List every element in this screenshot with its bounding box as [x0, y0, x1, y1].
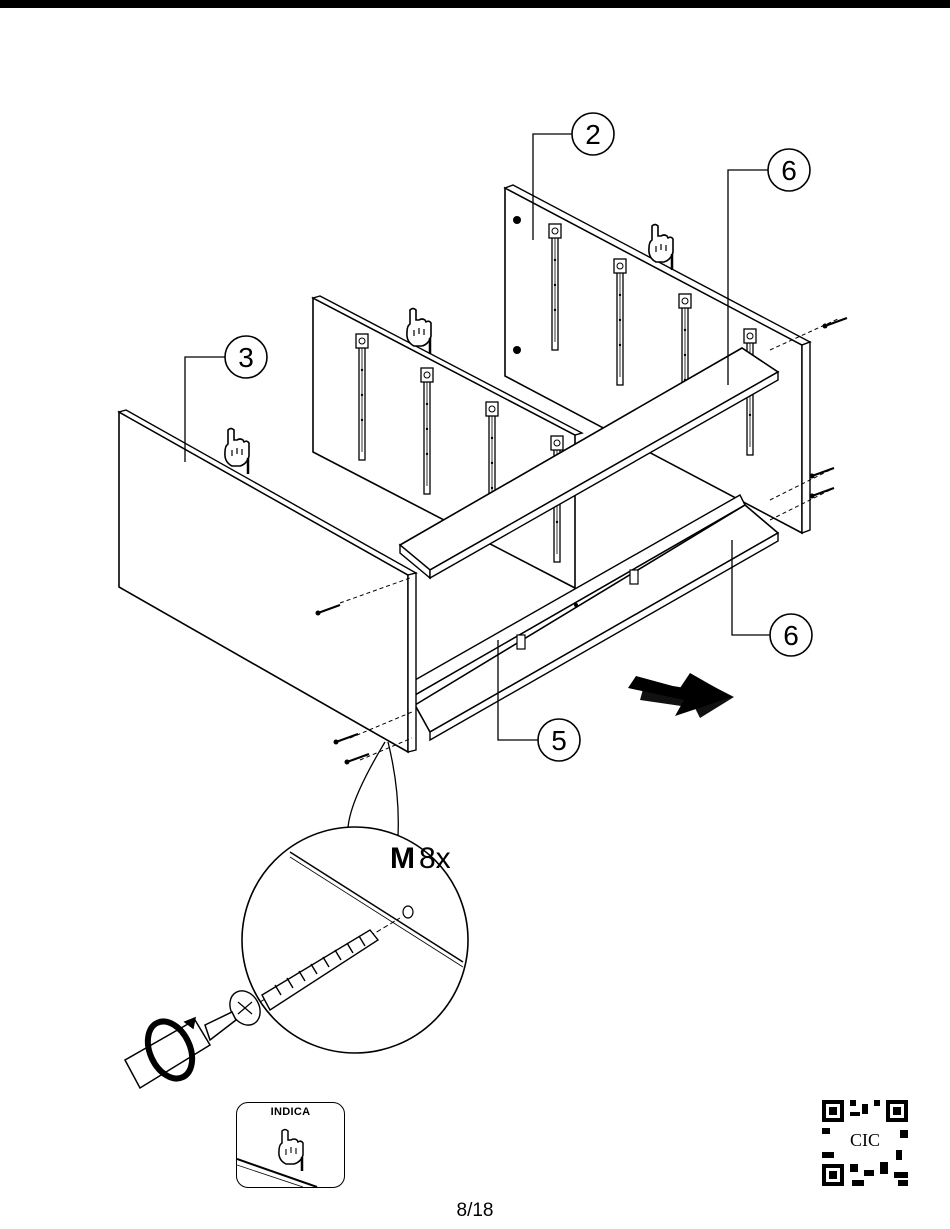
callout-2: 2 [572, 113, 614, 155]
screwdriver [125, 1012, 236, 1088]
callout-5: 5 [538, 719, 580, 761]
callout-6-top-label: 6 [781, 155, 797, 186]
page-number: 8/18 [0, 1200, 950, 1222]
callout-3-label: 3 [238, 342, 254, 373]
pointing-hand-icon [237, 1103, 344, 1187]
callout-6-bottom-label: 6 [783, 620, 799, 651]
callout-3: 3 [225, 336, 267, 378]
callout-6-bottom: 6 [770, 614, 812, 656]
hardware-letter: M [390, 842, 415, 875]
indica-legend: INDICA [236, 1102, 345, 1188]
hardware-count: 8x [419, 842, 451, 875]
callout-2-label: 2 [585, 119, 601, 150]
callout-6-top: 6 [768, 149, 810, 191]
qr-code-text: CIC [834, 1129, 896, 1151]
callout-5-label: 5 [551, 725, 567, 756]
